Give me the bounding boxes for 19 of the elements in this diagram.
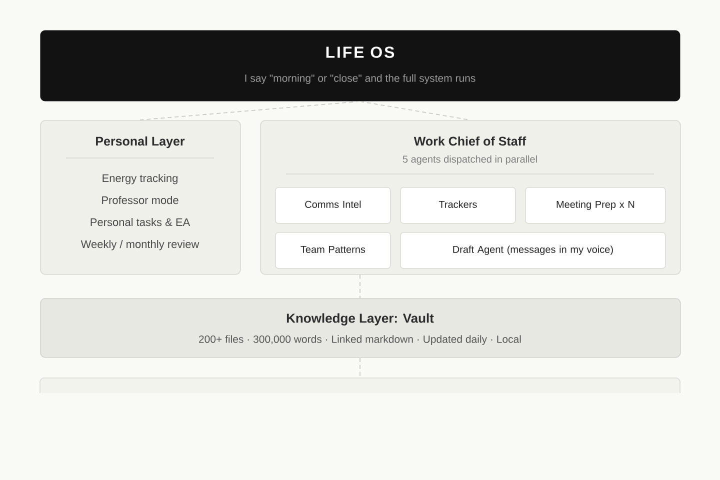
- agent-box: Draft Agent (messages in my voice): [400, 232, 666, 269]
- connector-line: [140, 100, 360, 120]
- panel-subtitle: 200+ files · 300,000 words · Linked markdown · Updated daily · Local: [199, 335, 521, 345]
- agent-box: Comms Intel: [275, 187, 391, 224]
- list-item: Energy tracking: [102, 174, 178, 184]
- list-item: Weekly / monthly review: [80, 240, 200, 250]
- banner-title: LIFE OS: [326, 46, 394, 58]
- panel-heading: Personal Layer: [96, 136, 185, 148]
- connector-line: [360, 100, 470, 120]
- list-item: Personal tasks & EA: [90, 218, 190, 226]
- panel-subtitle: 5 agents dispatched in parallel: [402, 155, 537, 165]
- banner-subtitle: I say "morning" or "close" and the full system runs: [245, 74, 476, 84]
- panel-heading: Work Chief of Staff: [414, 136, 526, 146]
- agent-box: Trackers: [400, 187, 516, 224]
- agent-box: Meeting Prep x N: [525, 187, 666, 224]
- agent-box: Team Patterns: [275, 232, 391, 269]
- list-item: Professor mode: [102, 196, 178, 204]
- cut-off-panel: [40, 378, 680, 394]
- panel-heading: Knowledge Layer: Vault: [286, 313, 434, 326]
